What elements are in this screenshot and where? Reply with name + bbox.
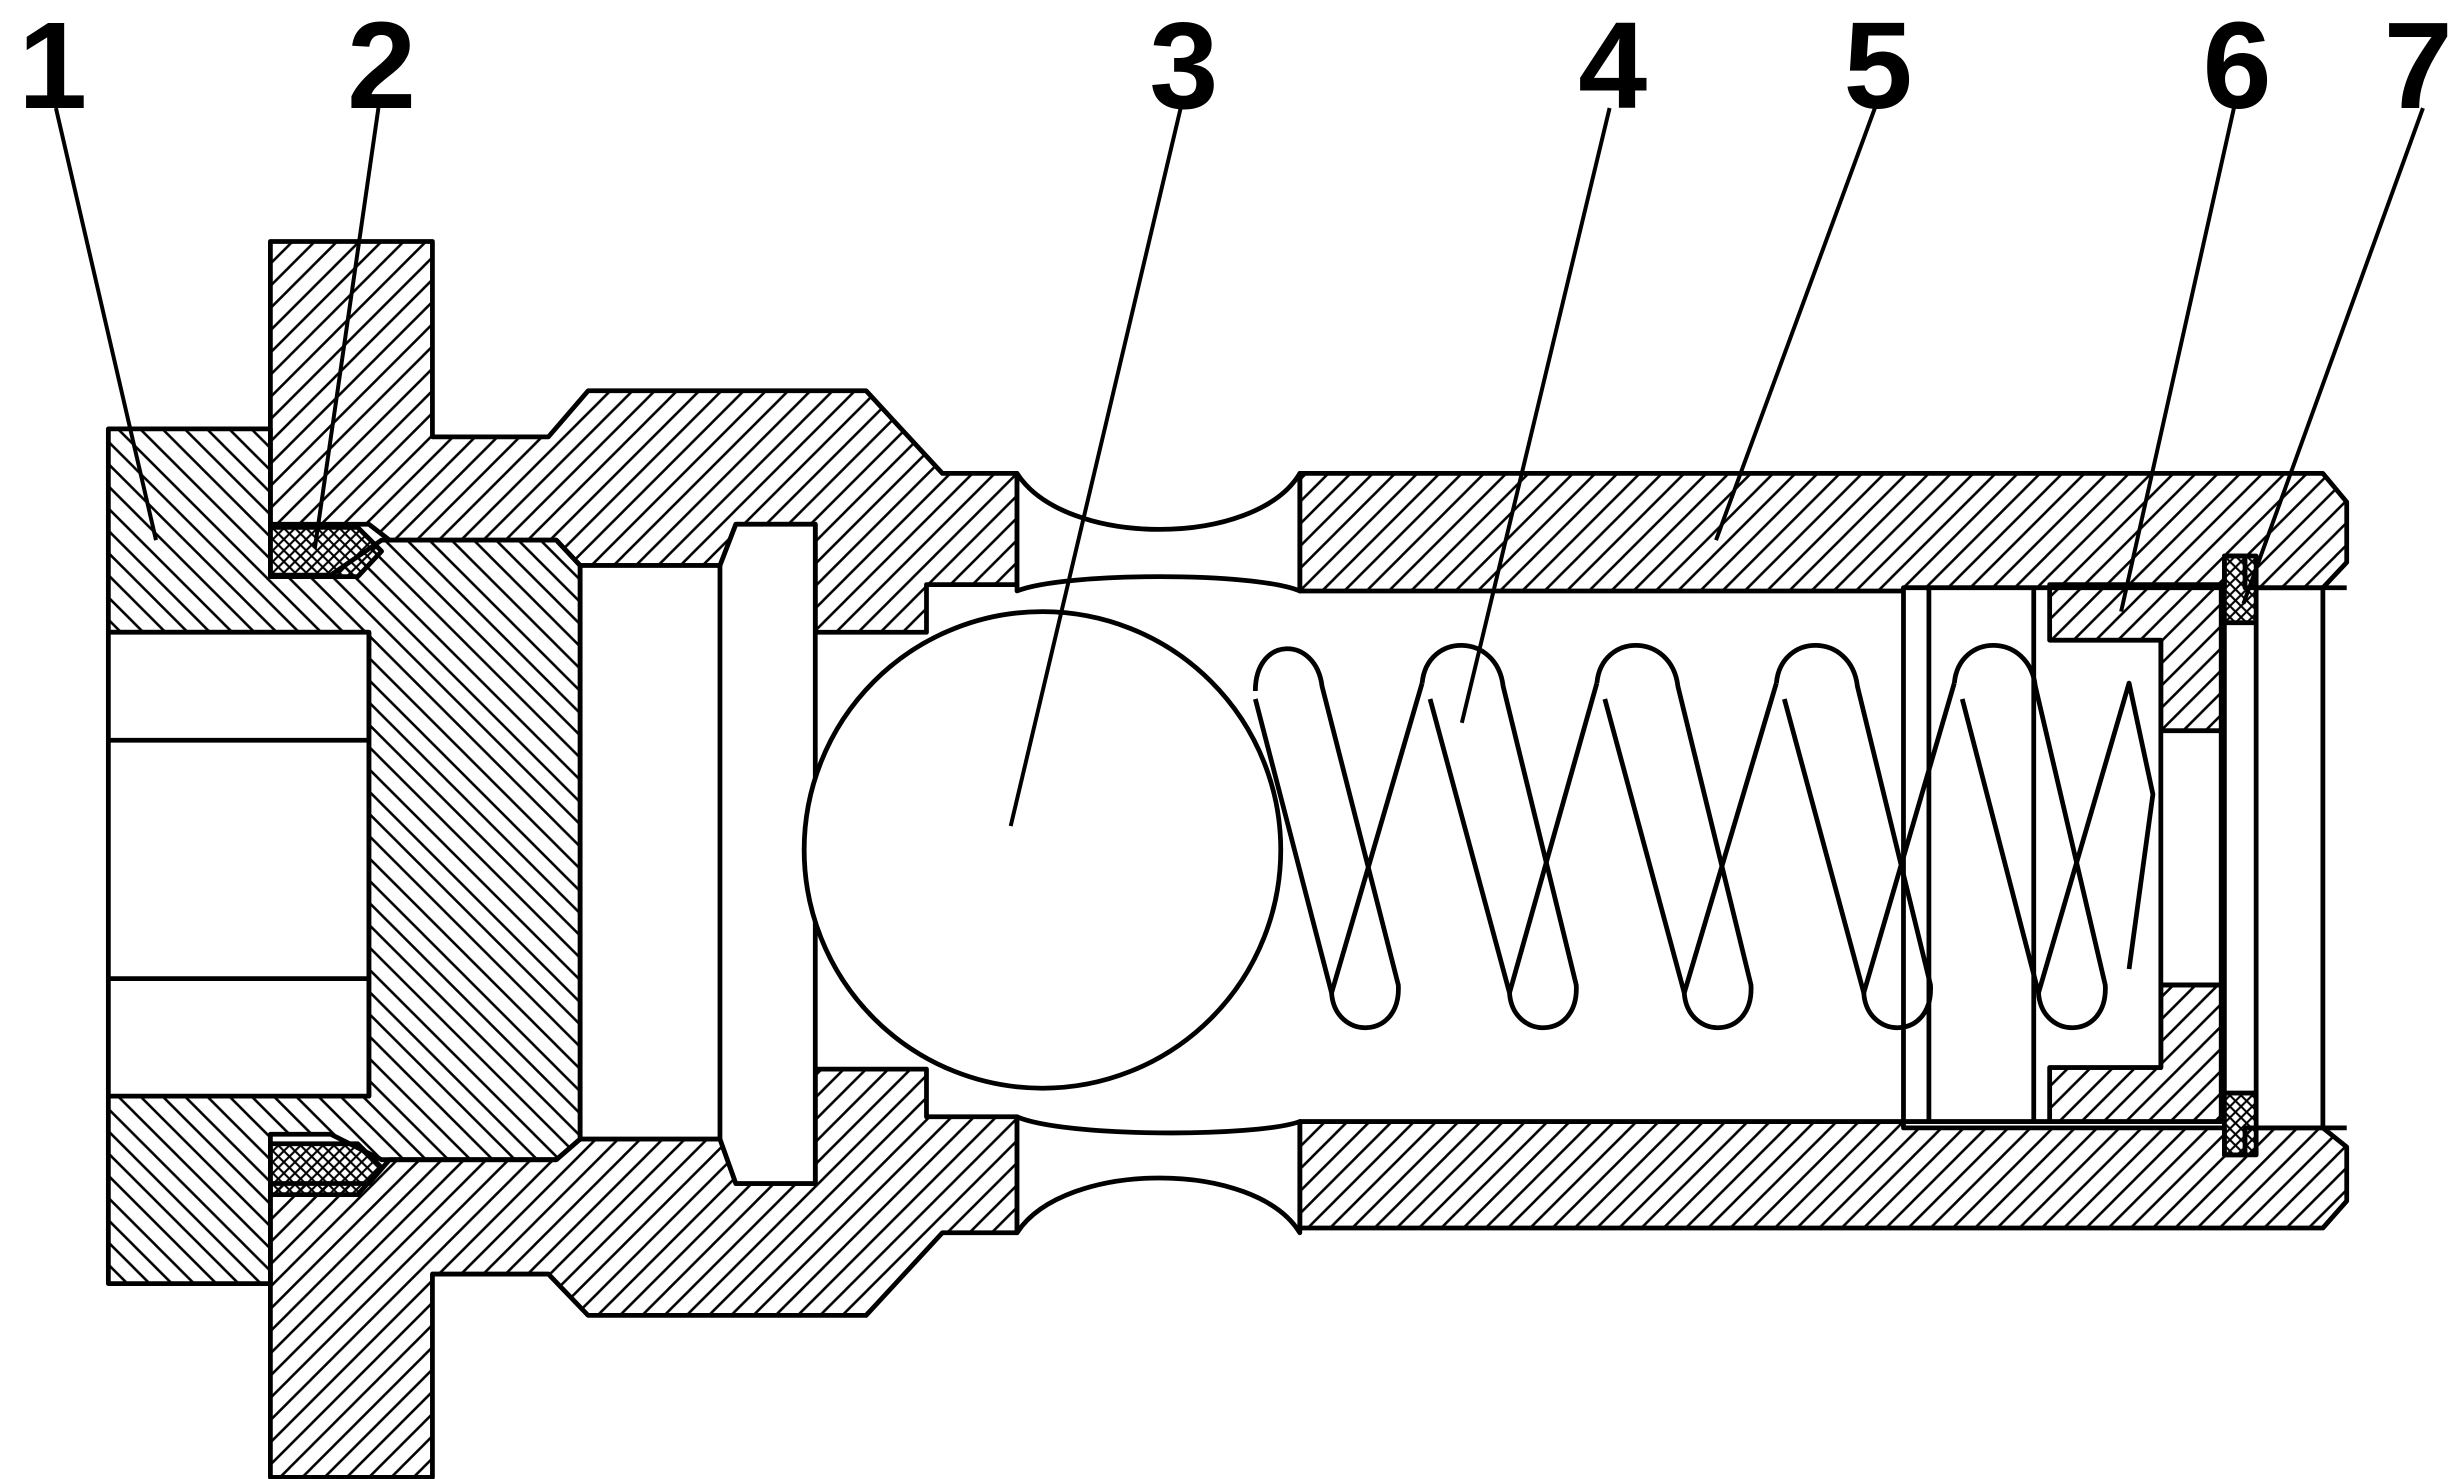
circlip-lower [2222, 1090, 2259, 1158]
callout-4: 4 [1578, 0, 1647, 135]
sleeve-end-lines [2256, 585, 2347, 1131]
circlip-upper [2222, 553, 2259, 626]
sleeve-upper-wall [1297, 471, 2350, 594]
fitting-bore-lines [108, 737, 369, 981]
seal-ring-lower [268, 1141, 384, 1198]
callout-1: 1 [18, 0, 87, 135]
inner-seat [577, 521, 818, 1186]
callout-5: 5 [1844, 0, 1913, 135]
callout-2: 2 [347, 0, 416, 135]
sleeve-lower-wall [1297, 1119, 2350, 1231]
check-ball [801, 609, 1284, 1091]
side-port-upper [1014, 471, 1303, 594]
seal-ring-upper [268, 525, 384, 580]
callout-6: 6 [2203, 0, 2272, 135]
circlip-body [2222, 620, 2259, 1096]
leader-lines [53, 107, 2425, 827]
plug-body [1901, 585, 2224, 1124]
fitting-bore [105, 629, 372, 1099]
callout-3: 3 [1149, 0, 1218, 135]
callout-7: 7 [2384, 0, 2453, 135]
compression-spring [1252, 642, 2156, 1031]
side-port-lower [1014, 1114, 1303, 1236]
